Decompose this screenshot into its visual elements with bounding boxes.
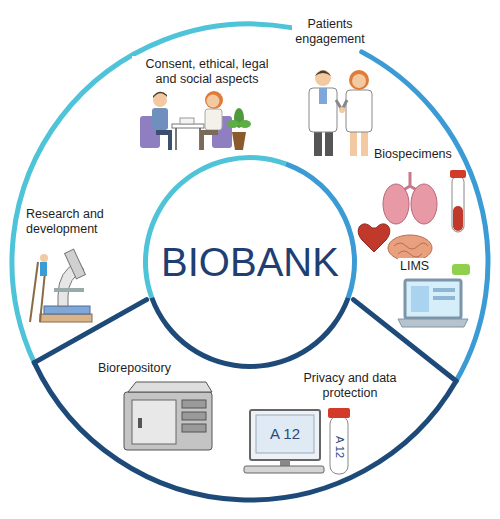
tube-text: A 12 <box>331 434 346 460</box>
biorepository-freezer <box>124 382 212 450</box>
person-head <box>352 74 366 88</box>
monitor <box>250 410 320 460</box>
freezer-top <box>128 382 212 392</box>
section-label: LIMS <box>398 258 431 275</box>
freezer-drawer <box>182 424 206 432</box>
intestine-coils <box>394 243 428 257</box>
microscope-tube <box>65 249 86 279</box>
section-label: Consent, ethical, legal and social aspec… <box>132 56 282 88</box>
stage-plate <box>54 288 84 292</box>
person-legs <box>200 130 204 150</box>
test-tube <box>330 416 348 474</box>
keyboard <box>244 466 324 473</box>
tube-cap <box>328 408 350 418</box>
screen-line <box>433 288 455 292</box>
handshake <box>339 107 345 113</box>
microscope <box>30 249 92 322</box>
hair <box>349 70 369 90</box>
section-label: Research and development <box>24 206 128 238</box>
person-body <box>205 109 222 130</box>
center-circle: BIOBANK <box>142 154 358 370</box>
section-label: Patients engagement <box>292 16 368 48</box>
hair <box>315 71 331 77</box>
ladder <box>30 262 38 322</box>
monitor-stand <box>280 460 290 466</box>
ring-separator <box>34 300 146 363</box>
ring-arc <box>362 52 488 381</box>
chat-bubble <box>452 264 470 275</box>
outer-ring <box>12 24 488 500</box>
blood <box>453 206 463 231</box>
section-label: Privacy and data protection <box>298 370 402 402</box>
freezer-door <box>132 400 176 444</box>
shirt <box>319 88 327 104</box>
plant-leaf <box>227 120 239 128</box>
circle-arc <box>149 297 350 369</box>
paper <box>180 118 194 124</box>
ring-arc <box>12 24 291 363</box>
hair <box>153 92 167 98</box>
lung <box>383 184 409 224</box>
lab-coat <box>346 90 372 132</box>
person-legs <box>168 130 172 150</box>
plant-pot <box>232 132 246 150</box>
ladder <box>40 262 46 322</box>
laptop-base <box>398 319 468 327</box>
heart <box>358 224 390 252</box>
section-label: Biorepository <box>96 360 173 377</box>
table-leg <box>175 128 177 150</box>
laptop-screen <box>405 280 461 318</box>
table <box>172 124 204 128</box>
ring-arc <box>34 363 456 500</box>
person-head <box>207 95 220 108</box>
screen-text: A 12 <box>268 424 302 444</box>
freezer-drawer <box>182 400 206 408</box>
section-label: Biospecimens <box>372 146 454 163</box>
person-head <box>40 254 48 262</box>
handshake-scene <box>309 70 372 156</box>
screen-panel <box>411 286 429 312</box>
person-body <box>152 108 168 130</box>
node-title: BIOBANK <box>161 240 339 285</box>
book <box>44 306 90 314</box>
hair <box>205 91 223 109</box>
monitor-screen <box>256 415 314 453</box>
person-body <box>40 262 47 276</box>
screen-line <box>433 296 455 300</box>
freezer-body <box>124 392 212 450</box>
tube-cap <box>450 170 466 178</box>
consent-scene <box>140 91 251 150</box>
freezer-drawer <box>182 412 206 420</box>
computer <box>244 408 350 474</box>
test-tube <box>452 176 464 232</box>
lab-coat <box>309 88 337 132</box>
plant-leaf <box>239 120 251 128</box>
lung <box>411 184 437 224</box>
book <box>40 314 92 322</box>
door-handle <box>138 418 142 428</box>
person-head <box>315 70 331 86</box>
biospecimens-scene <box>358 170 466 261</box>
